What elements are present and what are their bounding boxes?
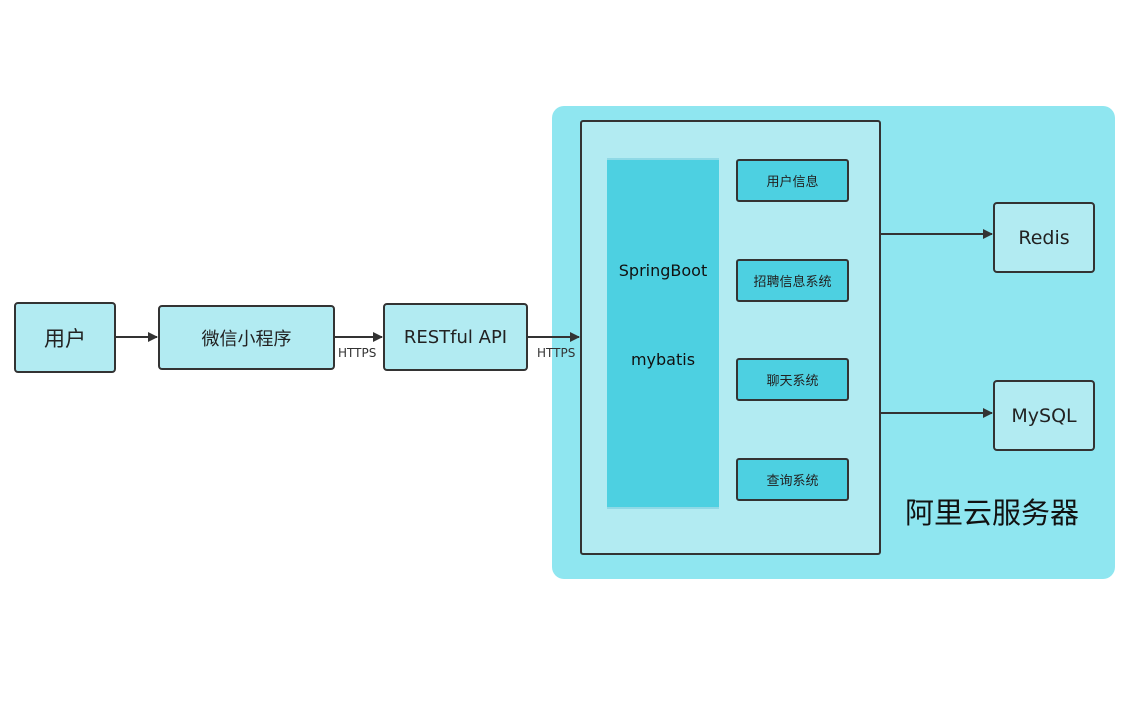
node-wechat-miniprogram: 微信小程序 xyxy=(158,305,335,370)
framework-label-mybatis: mybatis xyxy=(630,350,696,369)
module-recruitment-system: 招聘信息系统 xyxy=(736,259,849,302)
node-user: 用户 xyxy=(14,302,116,373)
framework-bar xyxy=(607,158,719,509)
module-query-system: 查询系统 xyxy=(736,458,849,501)
module-chat-system: 聊天系统 xyxy=(736,358,849,401)
node-mysql: MySQL xyxy=(993,380,1095,451)
module-user-info: 用户信息 xyxy=(736,159,849,202)
node-redis: Redis xyxy=(993,202,1095,273)
edge-label-https-miniprogram-api: HTTPS xyxy=(338,346,377,360)
node-restful-api: RESTful API xyxy=(383,303,528,371)
edge-label-https-api-server: HTTPS xyxy=(537,346,576,360)
region-label-aliyun-server: 阿里云服务器 xyxy=(905,496,1080,530)
framework-label-springboot: SpringBoot xyxy=(618,261,708,280)
